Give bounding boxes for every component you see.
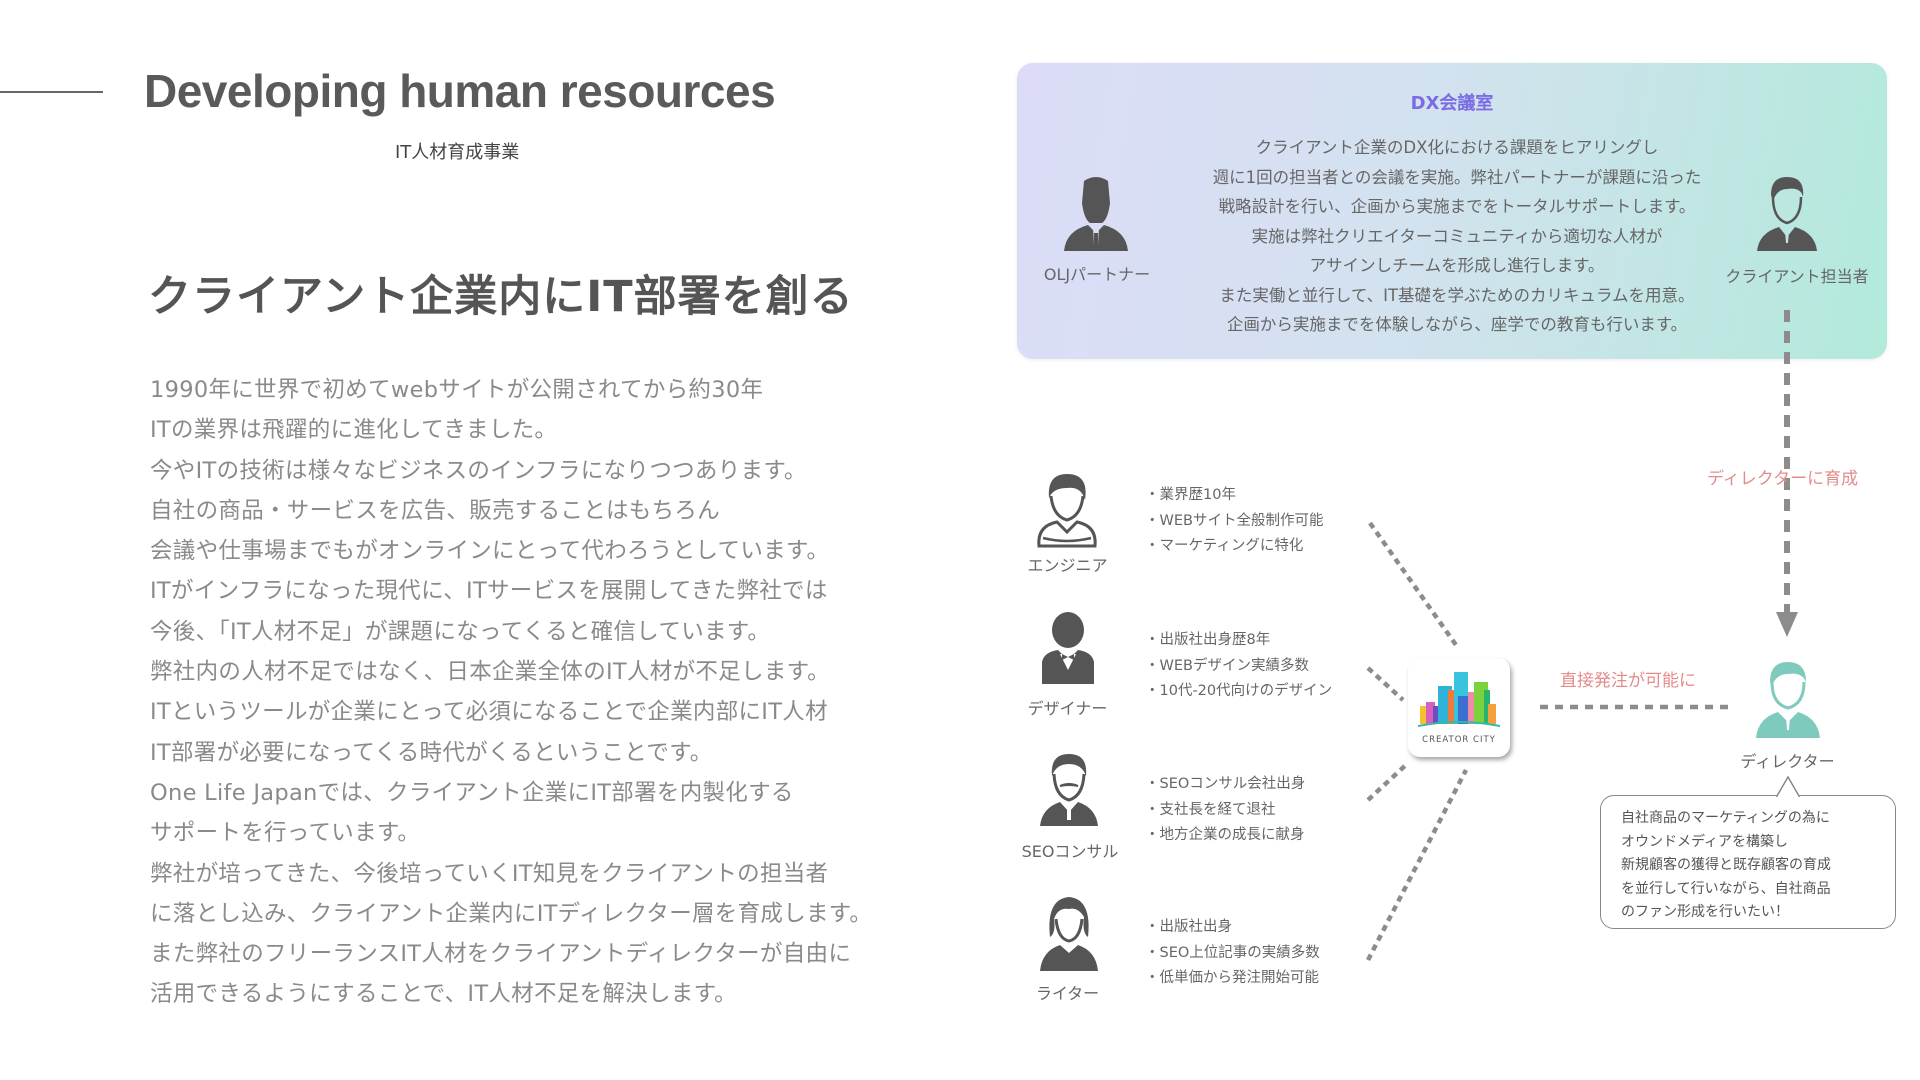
paragraph-line: 活用できるようにすることで、IT人材不足を解決します。 — [150, 981, 737, 1008]
speech-line: を並行して行いながら、自社商品 — [1621, 880, 1831, 897]
paragraph-line: 自社の商品・サービスを広告、販売することはもちろん — [150, 497, 721, 524]
olj-partner-label: OLJパートナー — [1043, 265, 1151, 284]
dx-description: クライアント企業のDX化における課題をヒアリングし 週に1回の担当者との会議を実… — [1162, 133, 1752, 340]
seo-consultant-icon — [1040, 754, 1098, 826]
speech-bubble-tail — [1776, 776, 1800, 797]
speech-line: オウンドメディアを構築し — [1621, 833, 1789, 850]
writer-label: ライター — [1035, 984, 1100, 1003]
bullet-item: ・出版社出身歴8年 — [1145, 632, 1271, 648]
seo-consultant-bullets: ・SEOコンサル会社出身 ・支社長を経て退社 ・地方企業の成長に献身 — [1145, 772, 1305, 849]
speech-line: 新規顧客の獲得と既存顧客の育成 — [1621, 857, 1831, 873]
page-title: Developing human resources — [144, 65, 776, 117]
dx-meeting-room-panel: DX会議室 OLJパートナー クライアント企業のDX化における課題をヒアリングし… — [1017, 63, 1887, 359]
bullet-item: ・WEBデザイン実績多数 — [1145, 657, 1309, 674]
decorative-line — [0, 91, 103, 93]
bullet-item: ・SEOコンサル会社出身 — [1145, 776, 1306, 792]
paragraph-line: IT部署が必要になってくる時代がくるということです。 — [150, 739, 713, 766]
writer-icon — [1040, 897, 1098, 971]
section-heading: クライアント企業内にIT部署を創る — [148, 272, 854, 322]
client-person-icon — [1757, 177, 1817, 251]
businessman-icon — [1064, 177, 1128, 251]
paragraph-line: ITの業界は飛躍的に進化してきました。 — [150, 417, 558, 444]
designer-icon — [1042, 612, 1094, 684]
director-label: ディレクター — [1740, 752, 1835, 771]
train-director-label: ディレクターに育成 — [1707, 469, 1859, 489]
engineer-bullets: ・業界歴10年 ・WEBサイト全般制作可能 ・マーケティングに特化 — [1145, 483, 1323, 560]
city-buildings-icon — [1418, 672, 1500, 727]
paragraph-line: 弊社内の人材不足ではなく、日本企業全体のIT人材が不足します。 — [150, 659, 830, 686]
engineer-icon — [1037, 474, 1097, 548]
direct-order-label: 直接発注が可能に — [1560, 671, 1696, 691]
writer-bullets: ・出版社出身 ・SEO上位記事の実績多数 ・低単価から発注開始可能 — [1145, 915, 1320, 992]
paragraph-line: 今後、「IT人材不足」が課題になってくると確信しています。 — [150, 618, 771, 645]
body-paragraph: 1990年に世界で初めてwebサイトが公開されてから約30年 ITの業界は飛躍的… — [150, 370, 910, 1015]
description-line: アサインしチームを形成し進行します。 — [1309, 256, 1605, 275]
director-speech-bubble: 自社商品のマーケティングの為に オウンドメディアを構築し 新規顧客の獲得と既存顧… — [1600, 795, 1896, 929]
logo-text: CREATOR CITY — [1422, 735, 1496, 745]
description-line: クライアント企業のDX化における課題をヒアリングし — [1255, 138, 1659, 157]
speech-line: 自社商品のマーケティングの為に — [1621, 810, 1830, 826]
paragraph-line: 1990年に世界で初めてwebサイトが公開されてから約30年 — [150, 377, 764, 403]
paragraph-line: に落とし込み、クライアント企業内にITディレクター層を育成します。 — [150, 900, 873, 927]
client-representative-label: クライアント担当者 — [1725, 267, 1869, 286]
bullet-item: ・出版社出身 — [1145, 919, 1232, 935]
designer-label: デザイナー — [1027, 699, 1108, 718]
paragraph-line: One Life Japanでは、クライアント企業にIT部署を内製化する — [150, 779, 794, 806]
bullet-item: ・低単価から発注開始可能 — [1145, 970, 1319, 986]
paragraph-line: 今やITの技術は様々なビジネスのインフラになりつつあります。 — [150, 457, 807, 484]
bullet-item: ・10代-20代向けのデザイン — [1145, 683, 1333, 699]
bullet-item: ・地方企業の成長に献身 — [1145, 827, 1305, 843]
description-line: 実施は弊社クリエイターコミュニティから適切な人材が — [1251, 226, 1663, 246]
paragraph-line: ITというツールが企業にとって必須になることで企業内部にIT人材 — [150, 699, 828, 726]
designer-bullets: ・出版社出身歴8年 ・WEBデザイン実績多数 ・10代-20代向けのデザイン — [1145, 628, 1332, 705]
paragraph-line: 会議や仕事場までもがオンラインにとって代わろうとしています。 — [150, 538, 830, 565]
paragraph-line: 弊社が培ってきた、今後培っていくIT知見をクライアントの担当者 — [150, 860, 829, 887]
bullet-item: ・マーケティングに特化 — [1145, 538, 1304, 554]
director-icon — [1756, 662, 1820, 738]
page-subtitle: IT人材育成事業 — [395, 142, 520, 163]
speech-line: のファン形成を行いたい！ — [1621, 904, 1789, 920]
paragraph-line: サポートを行っています。 — [150, 820, 421, 847]
bullet-item: ・WEBサイト全般制作可能 — [1145, 512, 1324, 529]
paragraph-line: ITがインフラになった現代に、ITサービスを展開してきた弊社では — [150, 578, 828, 605]
description-line: 週に1回の担当者との会議を実施。弊社パートナーが課題に沿った — [1212, 167, 1702, 187]
description-line: また実働と並行して、IT基礎を学ぶためのカリキュラムを用意。 — [1219, 285, 1695, 305]
creator-city-logo: CREATOR CITY — [1408, 658, 1510, 757]
bullet-item: ・業界歴10年 — [1145, 487, 1236, 503]
description-line: 企画から実施までを体験しながら、座学での教育も行います。 — [1226, 315, 1688, 334]
dx-room-title: DX会議室 — [1410, 93, 1494, 114]
engineer-label: エンジニア — [1027, 556, 1108, 575]
bullet-item: ・SEO上位記事の実績多数 — [1145, 944, 1320, 961]
bullet-item: ・支社長を経て退社 — [1145, 801, 1276, 818]
speech-text: 自社商品のマーケティングの為に オウンドメディアを構築し 新規顧客の獲得と既存顧… — [1621, 807, 1831, 925]
description-line: 戦略設計を行い、企画から実施までをトータルサポートします。 — [1218, 197, 1696, 216]
paragraph-line: また弊社のフリーランスIT人材をクライアントディレクターが自由に — [150, 941, 852, 968]
seo-consultant-label: SEOコンサル — [1021, 842, 1119, 861]
